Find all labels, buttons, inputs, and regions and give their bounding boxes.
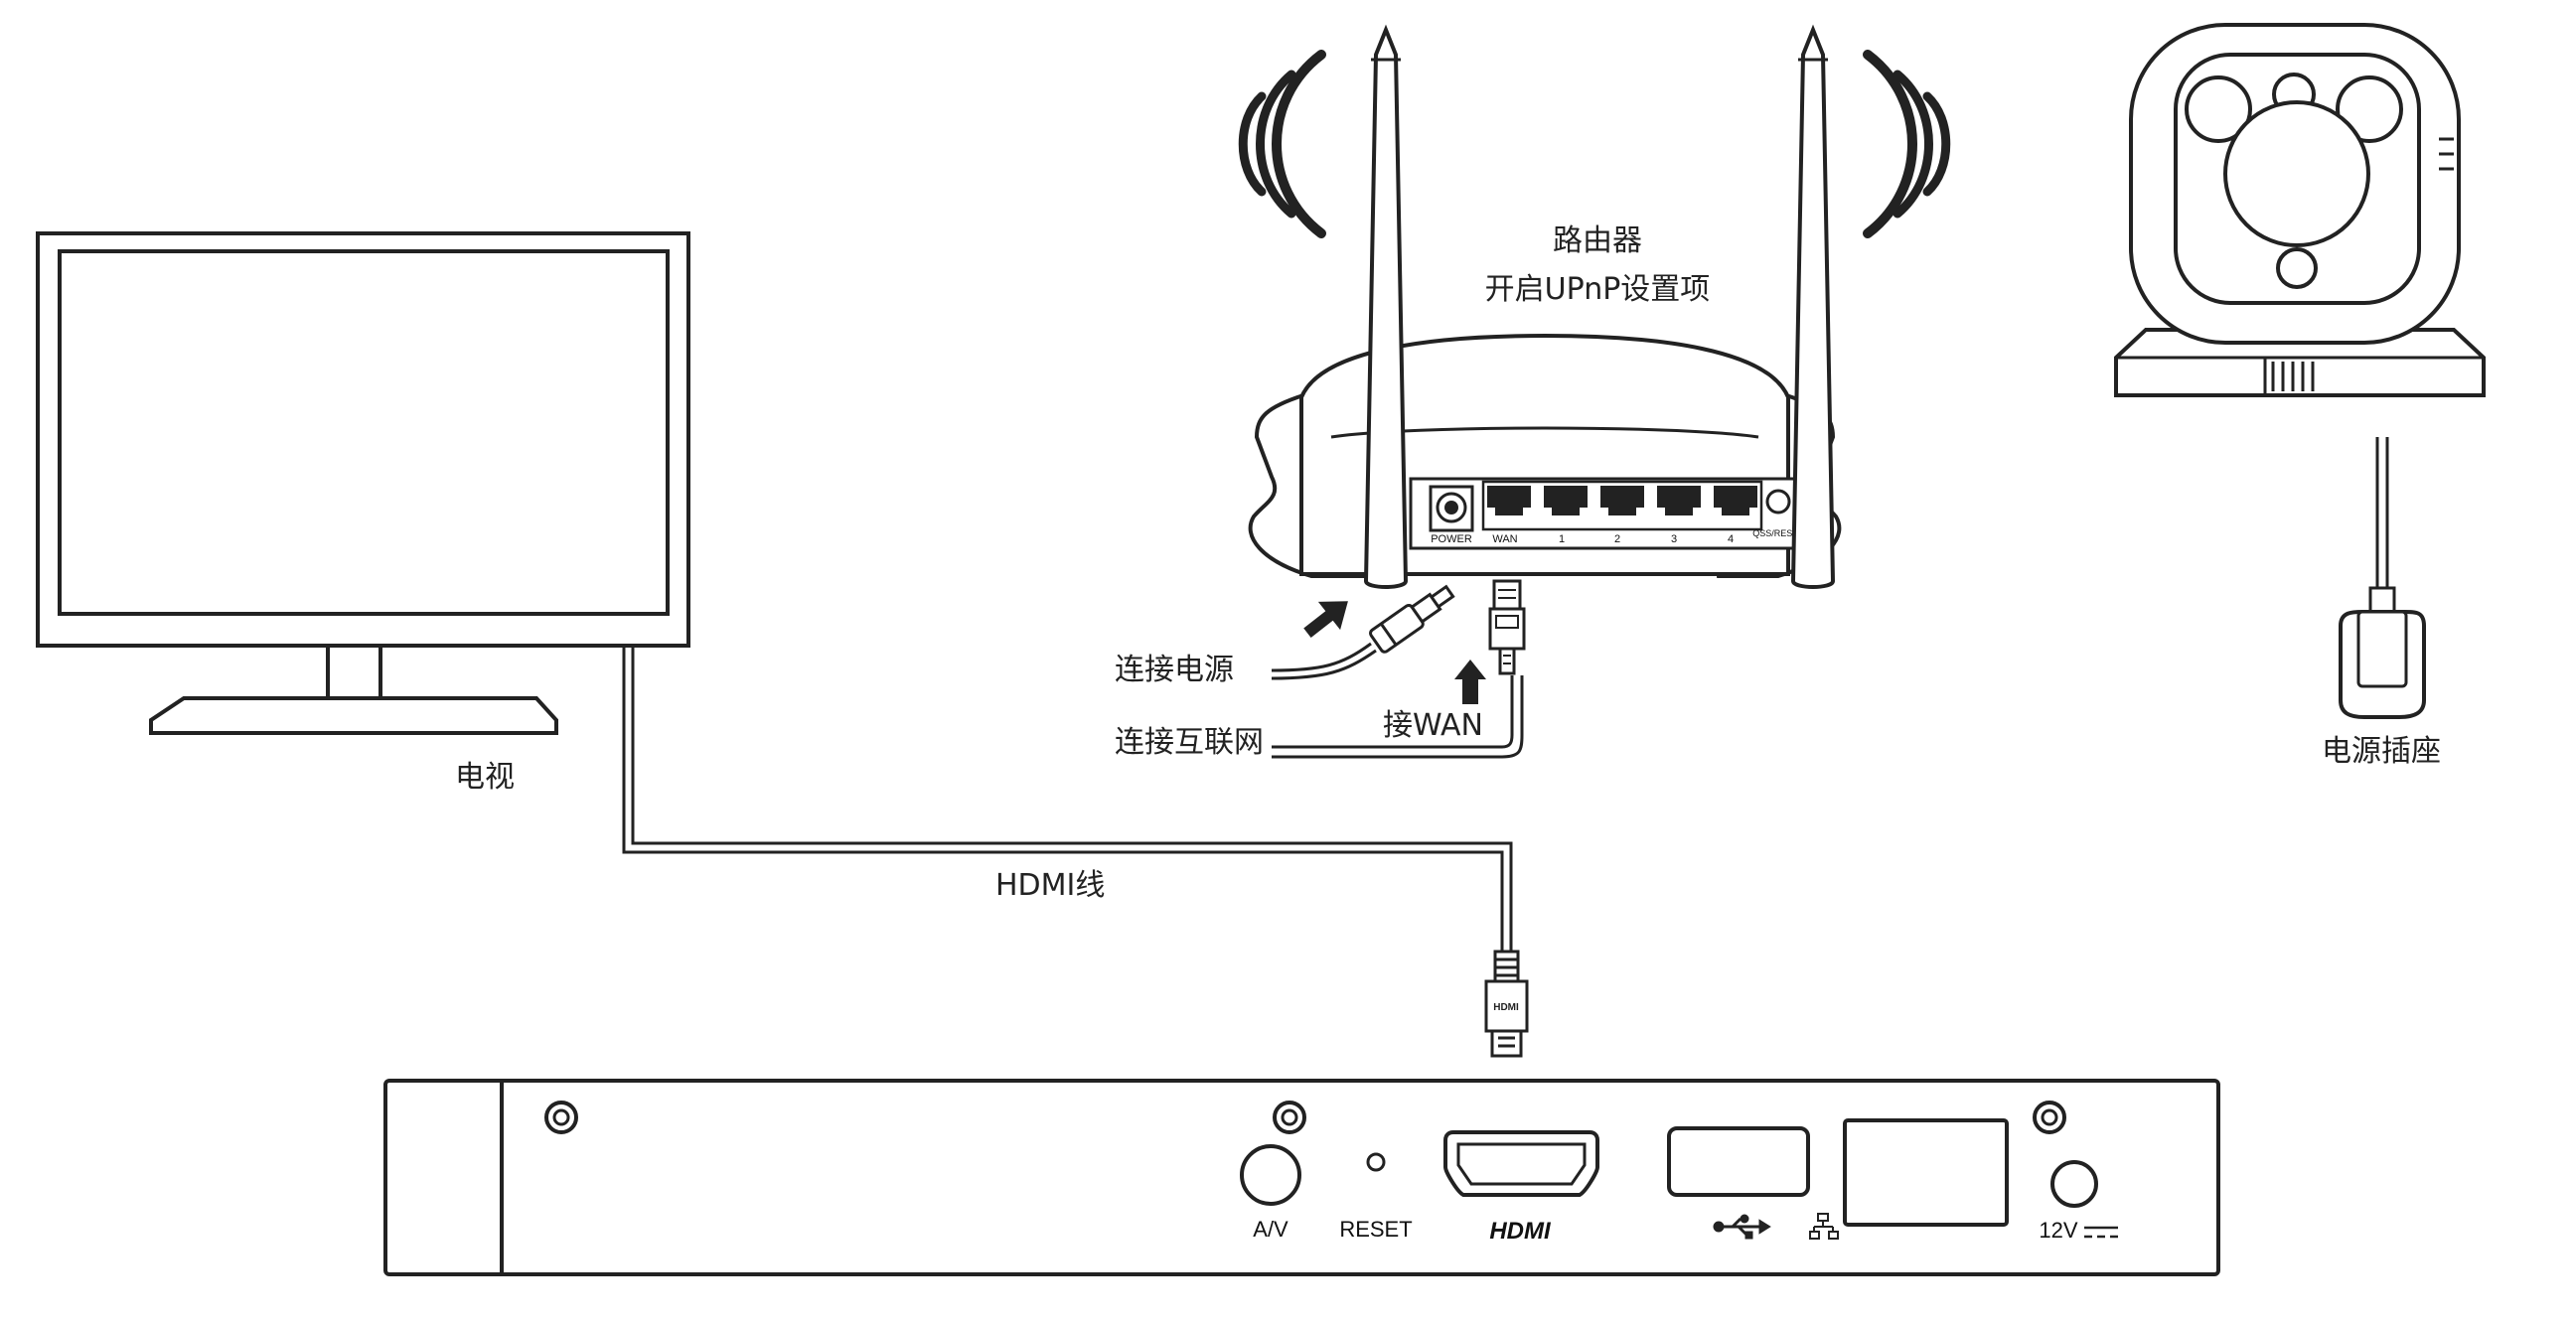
arrow-to-wan bbox=[1454, 660, 1486, 704]
set-top-box bbox=[383, 1079, 2220, 1276]
router-subtitle: 开启UPnP设置项 bbox=[1484, 272, 1711, 307]
power-plug bbox=[1369, 584, 1455, 654]
connect-internet-label: 连接互联网 bbox=[1115, 725, 1264, 760]
wifi-waves-right bbox=[1863, 50, 1951, 238]
router-label-lan-4: 4 bbox=[1728, 533, 1734, 545]
box-label-dc: 12V bbox=[2039, 1218, 2077, 1243]
left-antenna bbox=[1363, 24, 1409, 589]
power-socket-label: 电源插座 bbox=[2322, 734, 2441, 769]
hdmi-cable bbox=[622, 647, 1513, 952]
router-label-power: POWER bbox=[1431, 533, 1472, 545]
dc-symbol bbox=[2084, 1226, 2118, 1239]
router-label-wan: WAN bbox=[1492, 533, 1517, 545]
router-qss-button bbox=[1765, 489, 1791, 515]
tv-screen bbox=[58, 249, 670, 616]
ethernet-cable bbox=[1272, 675, 1524, 759]
camera-ir-led-right bbox=[2336, 75, 2403, 143]
tv-illustration bbox=[36, 231, 690, 735]
camera-power-cable bbox=[2375, 437, 2389, 588]
box-label-reset: RESET bbox=[1339, 1217, 1412, 1242]
router-label-qss-reset: QSS/RESET bbox=[1752, 528, 1804, 538]
arrow-to-power bbox=[1303, 601, 1348, 638]
camera-ir-led-bottom bbox=[2276, 247, 2318, 289]
router-lan-port-3 bbox=[1657, 486, 1701, 515]
router-illustration bbox=[1248, 333, 1842, 578]
router-wan-port bbox=[1487, 486, 1531, 515]
router-antennas bbox=[1363, 24, 1836, 589]
tv-bezel bbox=[36, 231, 690, 648]
router-lan-port-2 bbox=[1600, 486, 1644, 515]
tv-stand bbox=[149, 696, 558, 735]
router-lan-ports bbox=[1487, 486, 1757, 515]
router-label-lan-3: 3 bbox=[1671, 533, 1677, 545]
router-label-lan-2: 2 bbox=[1614, 533, 1620, 545]
hdmi-cable-label: HDMI线 bbox=[995, 868, 1106, 903]
tv-label: 电视 bbox=[455, 760, 515, 795]
dc-jack bbox=[2050, 1160, 2098, 1208]
hdmi-plug bbox=[1484, 950, 1529, 1058]
right-antenna bbox=[1790, 24, 1836, 589]
ethernet-plug bbox=[1488, 579, 1526, 675]
camera-illustration bbox=[2114, 23, 2486, 397]
network-icon bbox=[1809, 1213, 1839, 1240]
av-port bbox=[1240, 1144, 1301, 1206]
usb-port bbox=[1667, 1126, 1810, 1197]
box-label-av: A/V bbox=[1253, 1217, 1288, 1242]
usb-icon bbox=[1713, 1214, 1771, 1240]
reset-pinhole bbox=[1366, 1152, 1386, 1172]
camera-ir-led-left bbox=[2185, 75, 2252, 143]
wan-label: 接WAN bbox=[1383, 708, 1483, 743]
router-label-lan-1: 1 bbox=[1559, 533, 1565, 545]
box-label-hdmi: HDMI bbox=[1489, 1218, 1552, 1245]
router-title: 路由器 bbox=[1553, 223, 1642, 258]
power-cable bbox=[1271, 642, 1377, 680]
lan-port bbox=[1843, 1118, 2009, 1227]
power-adapter-plug bbox=[2339, 586, 2426, 719]
hdmi-plug-label: HDMI bbox=[1493, 1002, 1519, 1013]
wifi-waves-left bbox=[1238, 50, 1326, 238]
router-lan-port-1 bbox=[1544, 486, 1588, 515]
router-lan-port-4 bbox=[1714, 486, 1757, 515]
camera-lens bbox=[2223, 100, 2370, 247]
connect-power-label: 连接电源 bbox=[1115, 653, 1234, 687]
